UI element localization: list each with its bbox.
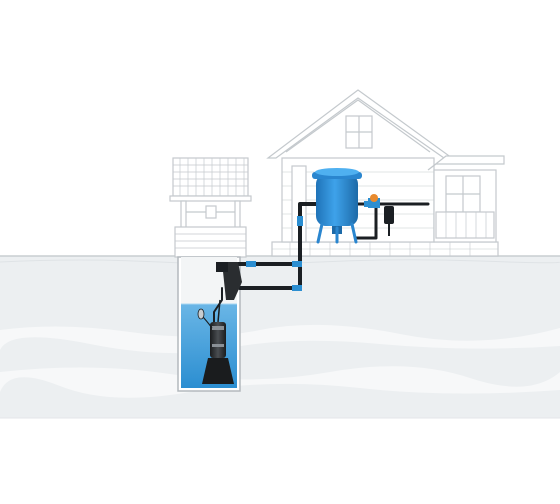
well-house-icon [169, 157, 252, 258]
well-head-icon [216, 262, 242, 300]
pressure-switch-icon [368, 194, 394, 236]
pressure-tank-icon [312, 168, 362, 244]
pump-icon [202, 299, 234, 384]
float-switch-icon [197, 308, 213, 329]
ground [0, 255, 560, 419]
house-icon [266, 89, 505, 257]
soil-band [0, 366, 560, 398]
soil-band [0, 324, 560, 354]
